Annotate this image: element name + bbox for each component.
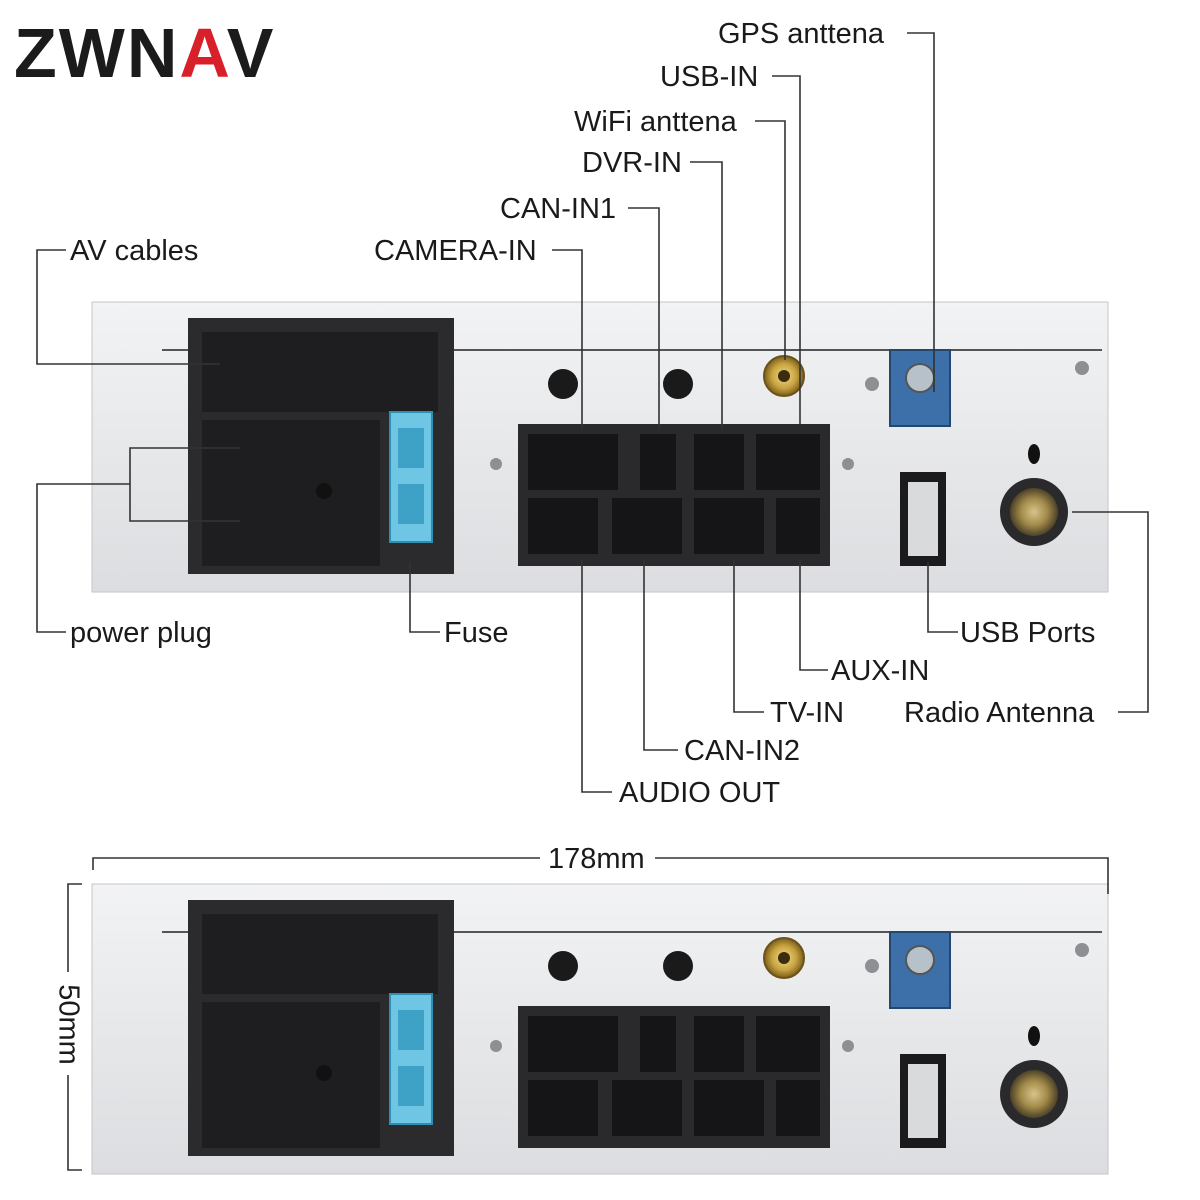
label-usb-ports: USB Ports bbox=[960, 617, 1096, 649]
label-fuse: Fuse bbox=[444, 617, 509, 649]
label-wifi-antenna: WiFi anttena bbox=[574, 106, 737, 138]
label-tv-in: TV-IN bbox=[770, 697, 845, 729]
dimension-height: 50mm bbox=[52, 984, 85, 1065]
label-camera-in: CAMERA-IN bbox=[374, 235, 537, 267]
label-dvr-in: DVR-IN bbox=[582, 147, 682, 179]
label-aux-in: AUX-IN bbox=[831, 655, 930, 687]
label-av-cables: AV cables bbox=[70, 235, 199, 267]
label-power-plug: power plug bbox=[70, 617, 212, 649]
label-can-in2: CAN-IN2 bbox=[684, 735, 801, 767]
label-usb-in: USB-IN bbox=[660, 61, 759, 93]
brand-logo: ZWNAV bbox=[14, 14, 276, 92]
dimension-width: 178mm bbox=[548, 843, 645, 875]
label-radio-antenna: Radio Antenna bbox=[904, 697, 1095, 729]
label-can-in1: CAN-IN1 bbox=[500, 193, 617, 225]
label-gps-antenna: GPS anttena bbox=[718, 18, 885, 50]
label-audio-out: AUDIO OUT bbox=[619, 777, 781, 809]
leader-lines bbox=[36, 32, 1149, 1171]
